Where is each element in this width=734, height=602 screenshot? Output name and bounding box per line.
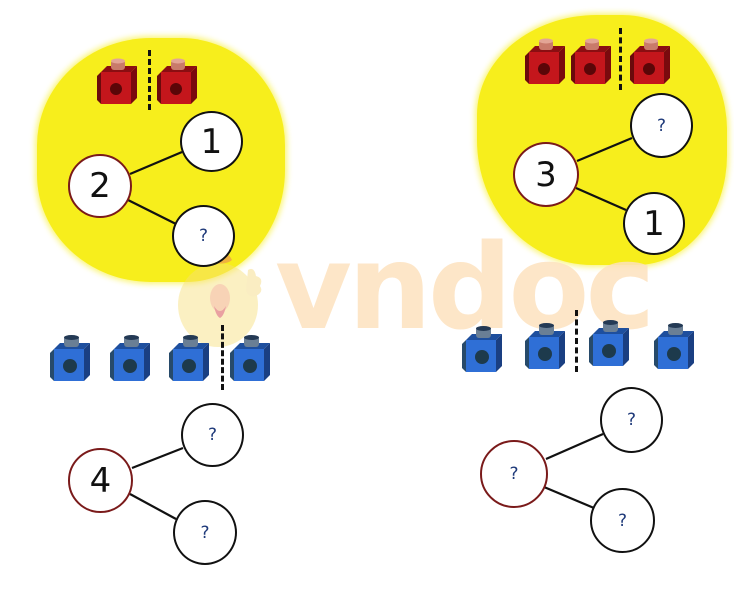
- whole-value: 3: [535, 154, 557, 195]
- blue-cube-icon: [50, 335, 90, 381]
- part-top-value: ?: [626, 410, 637, 430]
- part-top-answer-circle[interactable]: ?: [181, 403, 244, 467]
- blue-cube-icon: [169, 335, 209, 381]
- red-cube-icon: [571, 38, 611, 84]
- whole-value: ?: [509, 464, 519, 484]
- red-cube-icon: [157, 58, 197, 104]
- part-top-value: 1: [200, 121, 223, 162]
- split-divider: [148, 50, 151, 110]
- part-top-circle: 1: [180, 111, 243, 172]
- part-top-answer-circle[interactable]: ?: [630, 93, 693, 158]
- part-bottom-answer-circle[interactable]: ?: [173, 500, 237, 565]
- red-cube-icon: [525, 38, 565, 84]
- part-bottom-value: ?: [198, 226, 209, 246]
- whole-value: 2: [89, 166, 111, 206]
- blue-cube-icon: [110, 335, 150, 381]
- blue-cube-icon: [230, 335, 270, 381]
- part-bottom-value: 1: [643, 203, 665, 244]
- whole-number-circle: 3: [513, 142, 579, 207]
- whole-number-circle: 4: [68, 448, 133, 513]
- blue-cube-icon: [589, 320, 629, 366]
- blue-cube-icon: [525, 323, 565, 369]
- whole-answer-circle[interactable]: ?: [480, 440, 548, 508]
- part-top-value: ?: [656, 115, 667, 136]
- part-bottom-circle: 1: [623, 192, 685, 255]
- split-divider: [575, 310, 578, 372]
- part-bottom-value: ?: [617, 510, 628, 531]
- whole-value: 4: [89, 460, 112, 501]
- whole-number-circle: 2: [68, 154, 132, 218]
- split-divider: [221, 325, 224, 390]
- blue-cube-icon: [462, 326, 502, 372]
- part-bottom-answer-circle[interactable]: ?: [590, 488, 655, 553]
- part-top-value: ?: [207, 425, 218, 445]
- red-cube-icon: [630, 38, 670, 84]
- split-divider: [619, 28, 622, 90]
- part-bottom-answer-circle[interactable]: ?: [172, 205, 235, 267]
- part-top-answer-circle[interactable]: ?: [600, 387, 663, 453]
- part-bottom-value: ?: [200, 522, 210, 543]
- red-cube-icon: [97, 58, 137, 104]
- blue-cube-icon: [654, 323, 694, 369]
